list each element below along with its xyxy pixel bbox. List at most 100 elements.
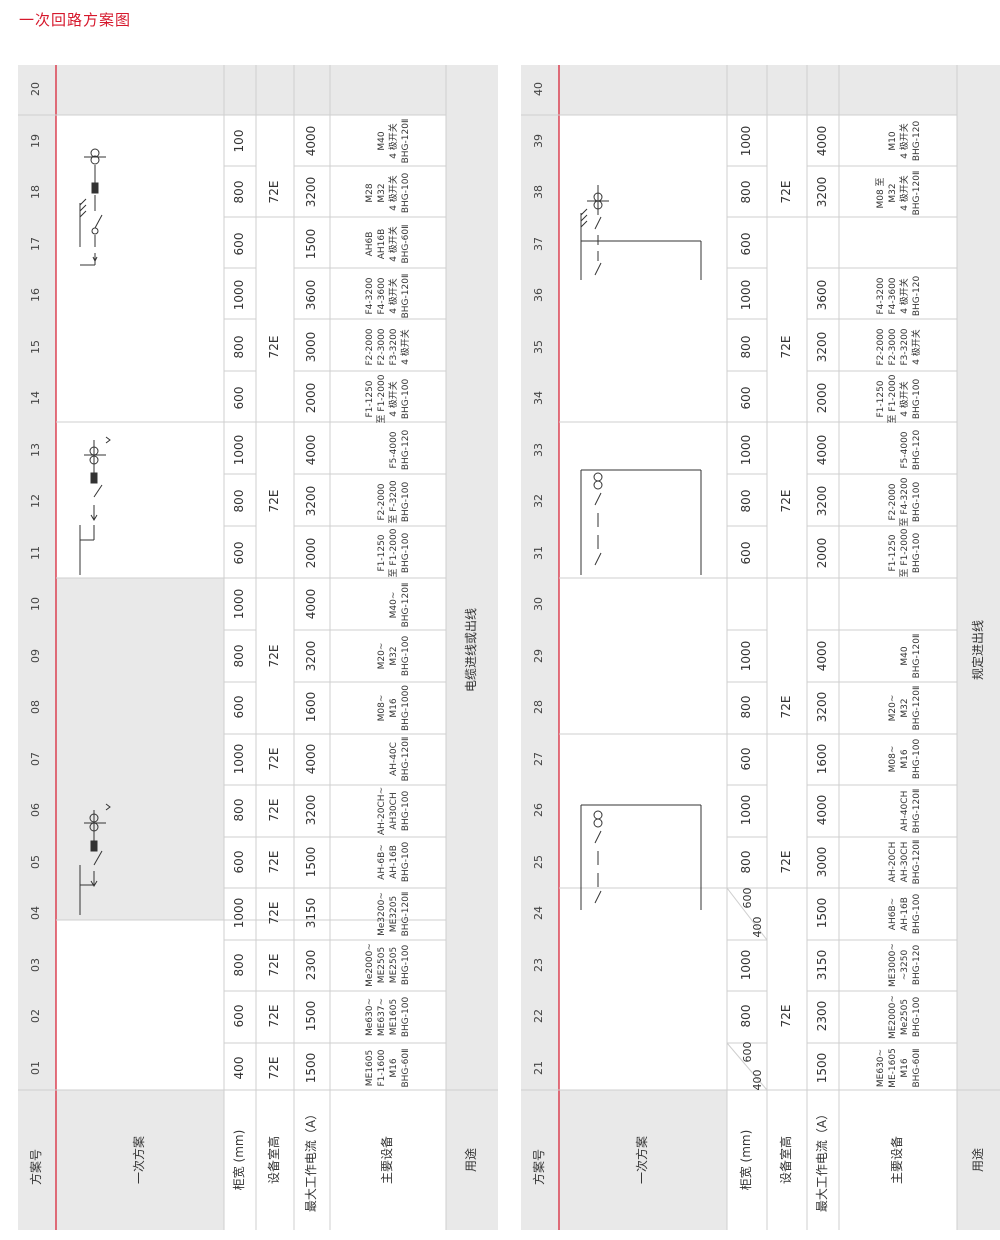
current-value: 4000 <box>304 743 318 775</box>
width-value: 1000 <box>739 794 753 826</box>
height-value: 72E <box>779 335 793 359</box>
width-value: 800 <box>232 489 246 513</box>
width-value: 600 <box>739 386 753 410</box>
current-value: 1500 <box>304 846 318 878</box>
scheme-no: 10 <box>29 597 42 611</box>
row-label-current: 最大工作电流（A） <box>815 1107 829 1213</box>
width-value: 600 <box>232 1004 246 1028</box>
width-value: 1000 <box>232 897 246 929</box>
height-value: 72E <box>779 695 793 719</box>
scheme-no: 11 <box>29 546 42 560</box>
scheme-no: 06 <box>29 803 42 817</box>
scheme-no: 21 <box>532 1061 545 1075</box>
scheme-no: 12 <box>29 494 42 508</box>
scheme-no: 40 <box>532 82 545 96</box>
row-label-height: 设备室高 <box>779 1136 793 1185</box>
current-value: 2300 <box>304 949 318 981</box>
row-label-scheme-no: 方案号 <box>532 1149 546 1186</box>
height-value: 72E <box>267 1056 281 1080</box>
row-label-height: 设备室高 <box>267 1136 281 1185</box>
page-title: 一次回路方案图 <box>19 11 132 29</box>
current-value: 3150 <box>304 897 318 929</box>
scheme-no: 14 <box>29 391 42 405</box>
equipment-line: M40 <box>377 131 387 151</box>
current-value: 2000 <box>815 382 829 414</box>
width-value: 800 <box>739 335 753 359</box>
width-value: 1000 <box>739 434 753 466</box>
row-label-scheme: 一次方案 <box>132 1136 146 1185</box>
width-value: 800 <box>739 1004 753 1028</box>
equipment-line: BHG-120Ⅱ <box>401 118 411 164</box>
height-value: 72E <box>267 953 281 977</box>
row-label-equipment: 主要设备 <box>890 1136 904 1185</box>
scheme-no: 17 <box>29 237 42 251</box>
height-value: 72E <box>779 850 793 874</box>
table-2-grid <box>521 65 1000 1230</box>
width-value: 600 <box>739 747 753 771</box>
equipment-line: BHG-120 <box>912 275 922 316</box>
width-value: 600 <box>232 232 246 256</box>
equipment-line: 4 极开关 <box>389 123 399 159</box>
scheme-no: 25 <box>532 855 545 869</box>
current-value: 2000 <box>815 537 829 569</box>
current-value: 3200 <box>815 176 829 208</box>
current-value: 1500 <box>304 1000 318 1032</box>
current-value: 4000 <box>815 434 829 466</box>
row-label-width: 柜宽 (mm) <box>232 1129 246 1191</box>
scheme-no: 36 <box>532 288 545 302</box>
current-value: 3200 <box>304 176 318 208</box>
width-value: 800 <box>739 850 753 874</box>
scheme-table-1: 方案号 一次方案 柜宽 (mm) 设备室高 最大工作电流（A） 主要设备 用途 … <box>18 65 498 1230</box>
scheme-no: 15 <box>29 340 42 354</box>
scheme-no: 24 <box>532 906 545 920</box>
scheme-no: 02 <box>29 1009 42 1023</box>
scheme-no: 20 <box>29 82 42 96</box>
scheme-no: 31 <box>532 546 545 560</box>
usage-text: 规定进出线 <box>971 620 985 681</box>
current-value: 3600 <box>815 279 829 311</box>
equipment-line: BHG-120 <box>912 120 922 162</box>
width-value: 600 <box>232 386 246 410</box>
width-value: 1000 <box>232 588 246 620</box>
width-value: 400 <box>232 1056 246 1080</box>
one-line-diagram-05-07 <box>79 803 111 915</box>
width-value: 1000 <box>739 640 753 672</box>
scheme-no: 33 <box>532 443 545 457</box>
height-value: 72E <box>267 644 281 668</box>
current-value: 2000 <box>304 537 318 569</box>
equipment-line: F4-3600 <box>888 276 898 315</box>
height-value: 72E <box>779 180 793 204</box>
row-label-width: 柜宽 (mm) <box>739 1129 753 1191</box>
one-line-diagram-25-27 <box>580 804 702 910</box>
scheme-no: 37 <box>532 237 545 251</box>
split-width-bottom: 400 <box>751 1069 764 1091</box>
width-value: 600 <box>232 695 246 719</box>
scheme-no: 34 <box>532 391 545 405</box>
one-line-diagram-17-19 <box>79 148 106 266</box>
current-value: 4000 <box>304 125 318 157</box>
equipment-line: 4 极开关 <box>900 277 910 314</box>
scheme-no: 07 <box>29 752 42 766</box>
scheme-no: 16 <box>29 288 42 302</box>
height-value: 72E <box>267 1004 281 1028</box>
height-value: 72E <box>267 901 281 925</box>
current-value: 1600 <box>815 743 829 775</box>
current-value: 2000 <box>304 382 318 414</box>
one-line-diagram-11-13 <box>79 436 111 575</box>
current-value: 3200 <box>304 794 318 826</box>
scheme-no: 39 <box>532 134 545 148</box>
width-value: 1000 <box>739 125 753 157</box>
height-value: 72E <box>267 747 281 771</box>
current-value: 3150 <box>815 949 829 981</box>
width-value: 600 <box>739 541 753 565</box>
row-label-scheme: 一次方案 <box>635 1136 649 1185</box>
scheme-no: 13 <box>29 443 42 457</box>
scheme-table-2: 方案号 一次方案 柜宽 (mm) 设备室高 最大工作电流（A） 主要设备 用途 … <box>521 65 1000 1230</box>
current-value: 3000 <box>304 331 318 363</box>
current-value: 3200 <box>815 485 829 517</box>
split-width-top: 600 <box>741 887 754 909</box>
current-value: 3000 <box>815 846 829 878</box>
width-value: 1000 <box>739 279 753 311</box>
scheme-no: 08 <box>29 700 42 714</box>
